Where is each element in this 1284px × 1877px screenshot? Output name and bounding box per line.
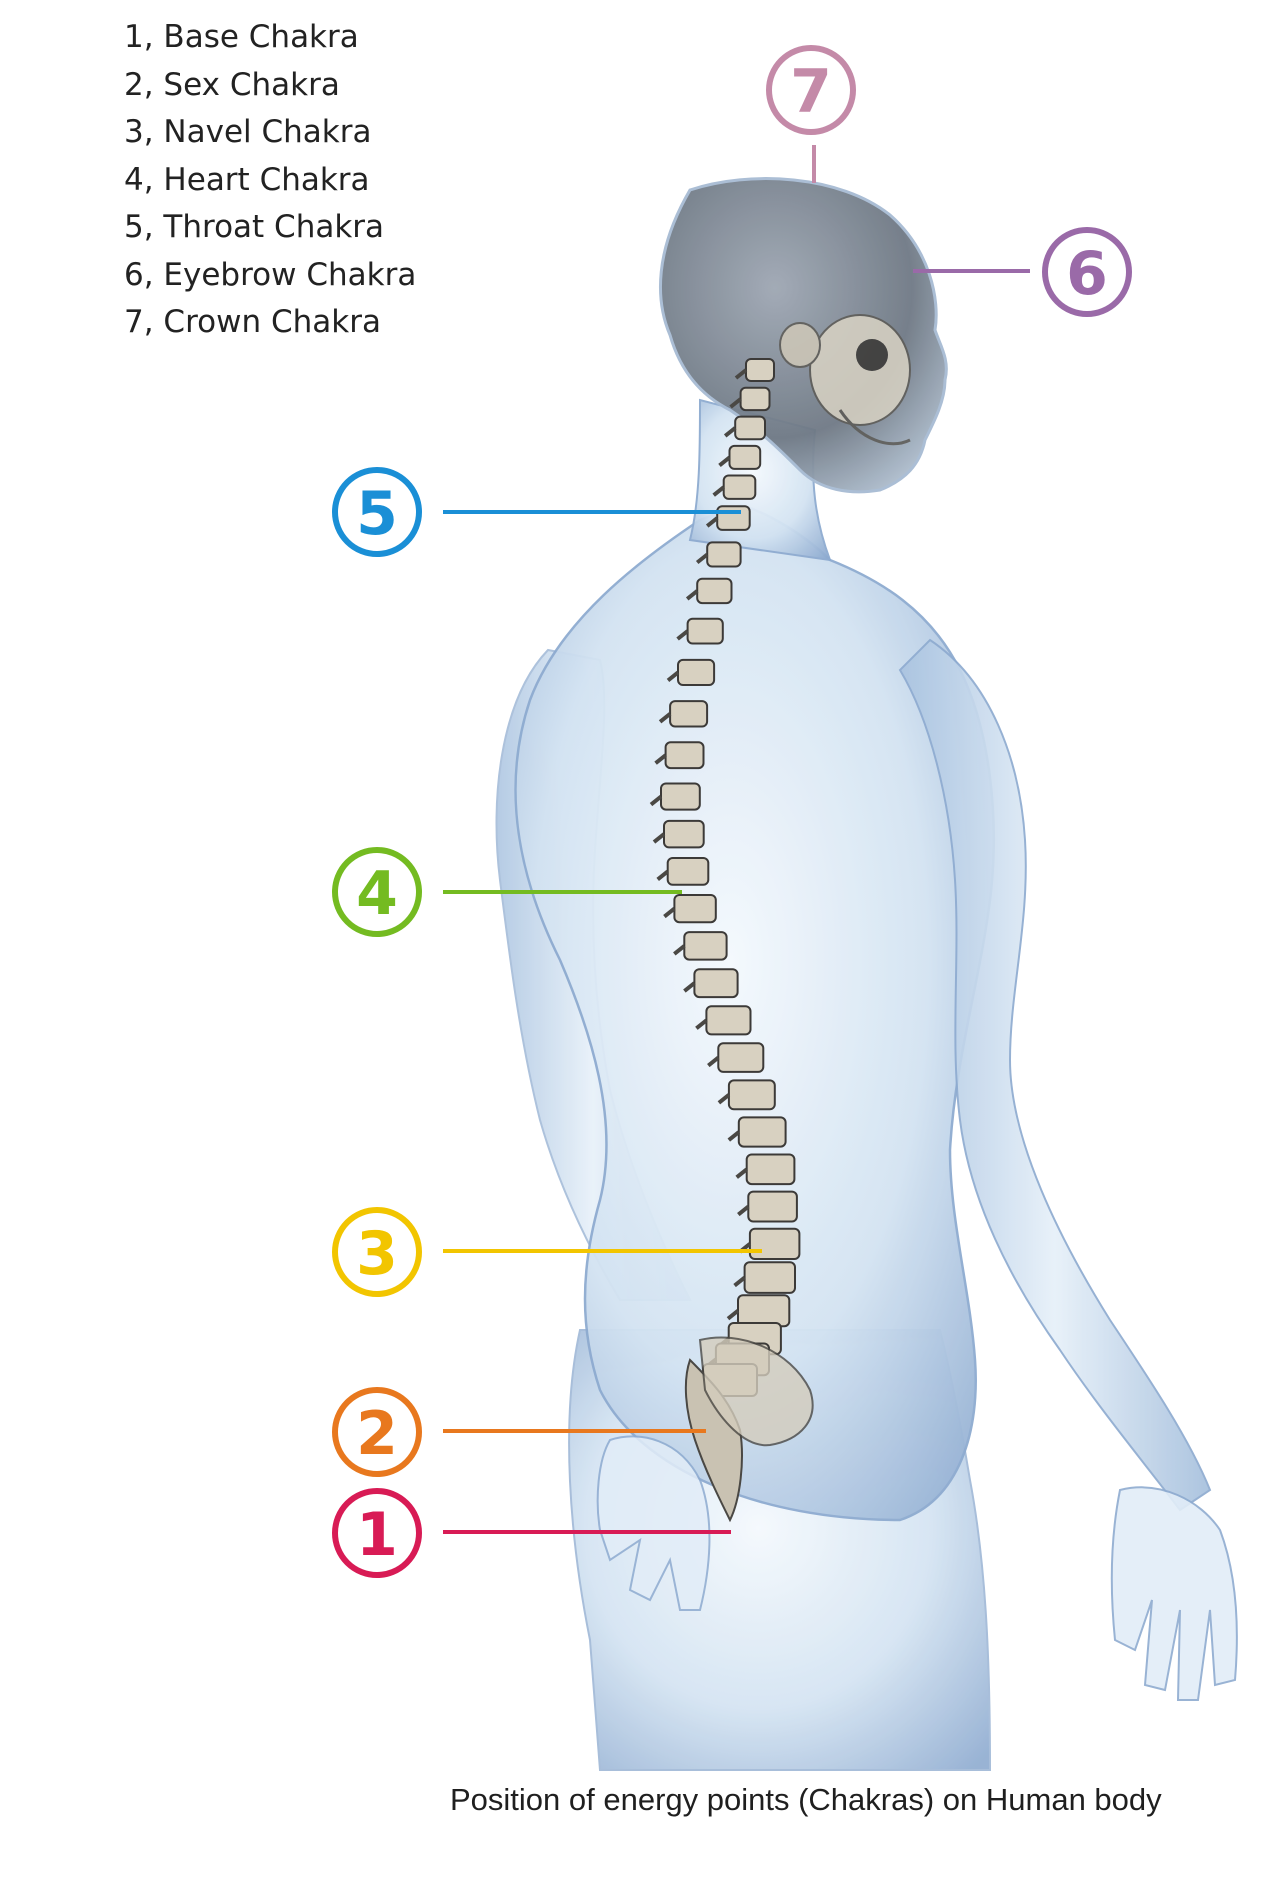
vertebra [739,386,771,412]
vertebra [660,782,701,811]
vertebra [734,415,767,441]
vertebra-process [707,1056,720,1068]
vertebra [727,1079,776,1111]
legend-item-crown: 7, Crown Chakra [124,304,381,340]
vertebra [747,1190,798,1223]
vertebra [677,658,716,687]
vertebra-process [718,455,731,467]
vertebra [683,931,728,961]
vertebra-process [737,1205,750,1217]
vertebra [706,541,742,568]
vertebra [737,1116,787,1148]
svg-text:7: 7 [790,57,832,127]
vertebra [696,577,733,605]
svg-text:2: 2 [356,1399,398,1469]
svg-text:6: 6 [1066,239,1108,309]
vertebra [705,1005,752,1036]
legend-item-heart: 4, Heart Chakra [124,161,370,198]
diagram-caption: Position of energy points (Chakras) on H… [450,1782,1162,1817]
vertebra-process [652,832,666,844]
vertebra-process [729,397,742,409]
vertebra [737,1294,791,1328]
vertebra-process [695,1018,708,1030]
right-hand [1110,1486,1238,1701]
chakra-marker-3: 3 [332,1207,422,1297]
vertebra-process [712,485,725,497]
vertebra [686,617,724,645]
vertebra [745,1153,796,1186]
vertebra-process [726,1309,740,1321]
vertebra [717,1042,765,1073]
vertebra [664,741,705,770]
skull [779,314,911,446]
svg-text:4: 4 [356,859,398,929]
vertebra-process [717,1093,731,1105]
vertebra-process [685,589,699,601]
vertebra-process [735,1167,748,1179]
legend-item-throat: 5, Throat Chakra [124,209,385,245]
vertebra-process [676,629,689,641]
svg-text:5: 5 [356,479,398,549]
svg-text:3: 3 [356,1219,398,1289]
chakra-marker-2: 2 [332,1387,422,1477]
vertebra-process [656,869,669,881]
chakra-marker-6: 6 [1042,227,1132,317]
vertebra-process [733,1276,746,1288]
vertebra [666,857,710,886]
svg-text:1: 1 [356,1500,398,1570]
vertebra [745,358,775,382]
vertebra-process [663,907,676,919]
vertebra-process [666,670,680,682]
vertebra-process [705,516,719,528]
chakra-marker-7: 7 [766,45,856,135]
vertebra-process [654,753,667,765]
vertebra [743,1261,796,1294]
left-hand [596,1435,711,1611]
vertebra [748,1227,801,1260]
vertebra [716,505,751,531]
vertebra-process [673,944,686,956]
chakra-marker-5: 5 [332,467,422,557]
vertebra [722,474,757,500]
legend-item-navel: 3, Navel Chakra [124,114,372,150]
vertebra-process [727,1130,741,1142]
vertebra-process [734,368,748,380]
vertebra [673,894,717,924]
legend-item-base: 1, Base Chakra [124,19,359,55]
vertebra-process [695,552,709,565]
vertebra-process [649,795,663,807]
chakra-marker-1: 1 [332,1488,422,1578]
vertebra [663,819,705,849]
vertebra [728,444,762,470]
chakra-marker-4: 4 [332,847,422,937]
vertebra-process [683,981,696,993]
legend-item-sex: 2, Sex Chakra [124,66,340,103]
vertebra [693,968,739,999]
vertebra [669,700,709,728]
chakra-legend: 1, Base Chakra 2, Sex Chakra 3, Navel Ch… [124,14,416,347]
pelvis [698,1336,814,1447]
vertebra-process [723,426,737,438]
legend-item-eyebrow: 6, Eyebrow Chakra [124,256,417,293]
vertebra-process [658,712,672,724]
